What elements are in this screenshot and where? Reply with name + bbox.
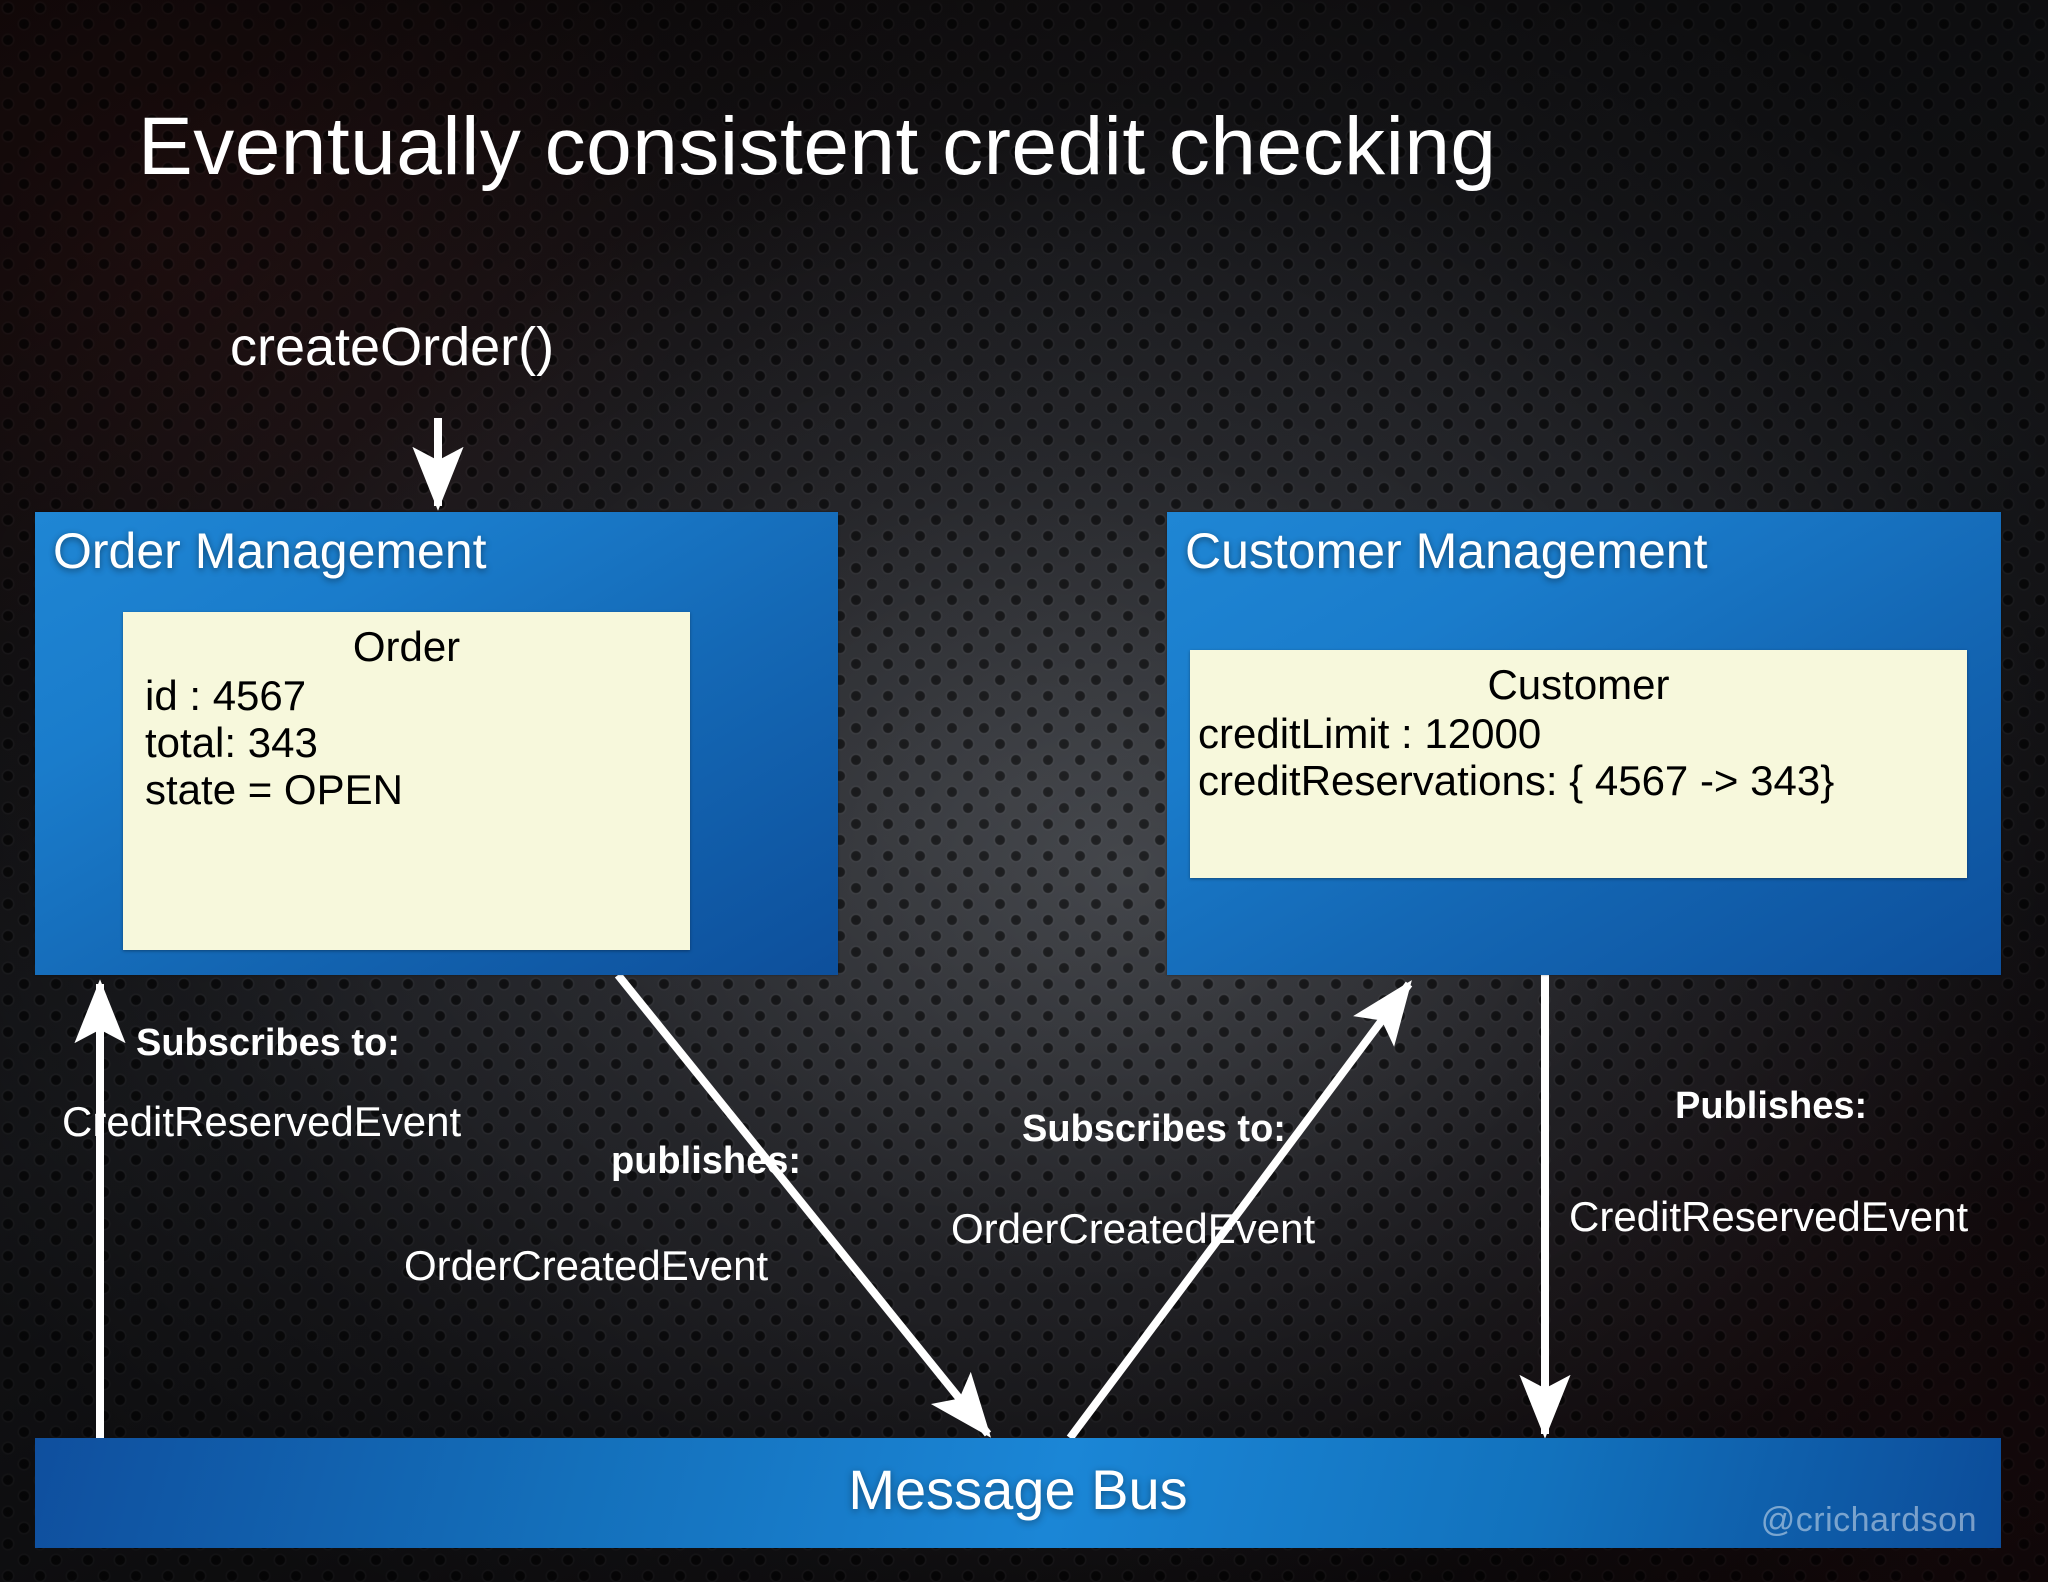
slide-title: Eventually consistent credit checking: [138, 101, 1497, 192]
annotation-order-publishes-title: publishes:: [611, 1140, 802, 1182]
entity-card-order: Order id : 4567 total: 343 state = OPEN: [123, 612, 690, 950]
entity-attribute: state = OPEN: [145, 765, 403, 813]
entity-name-order: Order: [352, 623, 461, 670]
entity-name-customer: Customer: [1487, 661, 1670, 708]
annotation-customer-subscribes-title: Subscribes to:: [1022, 1108, 1286, 1150]
annotation-customer-subscribes-event: OrderCreatedEvent: [951, 1205, 1316, 1252]
annotation-order-subscribes-event: CreditReservedEvent: [62, 1098, 462, 1145]
message-bus[interactable]: Message Bus @crichardson: [35, 1438, 2001, 1548]
annotation-order-publishes-event: OrderCreatedEvent: [404, 1242, 769, 1289]
service-box-order-management[interactable]: Order Management Order id : 4567 total: …: [35, 512, 838, 975]
entity-attributes-order: id : 4567 total: 343 state = OPEN: [123, 672, 690, 813]
entity-card-customer: Customer creditLimit : 12000 creditReser…: [1190, 650, 1967, 878]
annotation-customer-publishes-title: Publishes:: [1675, 1085, 1868, 1127]
entity-attribute: creditLimit : 12000: [1198, 709, 1542, 757]
entity-attribute: id : 4567: [145, 671, 307, 719]
annotation-customer-publishes-event: CreditReservedEvent: [1569, 1193, 1969, 1240]
annotation-order-subscribes-title: Subscribes to:: [136, 1022, 400, 1064]
message-bus-label: Message Bus: [848, 1458, 1188, 1521]
entity-attribute: total: 343: [145, 718, 318, 766]
service-box-customer-management[interactable]: Customer Management Customer creditLimit…: [1167, 512, 2001, 975]
entity-attribute: creditReservations: { 4567 -> 343}: [1198, 756, 1835, 804]
entity-attributes-customer: creditLimit : 12000 creditReservations: …: [1190, 710, 1967, 804]
service-title-customer-management: Customer Management: [1185, 523, 1708, 579]
author-watermark: @crichardson: [1760, 1501, 1977, 1539]
service-title-order-management: Order Management: [53, 523, 487, 579]
arrow-order-to-bus: [614, 972, 992, 1438]
create-order-call-label: createOrder(): [230, 317, 555, 377]
